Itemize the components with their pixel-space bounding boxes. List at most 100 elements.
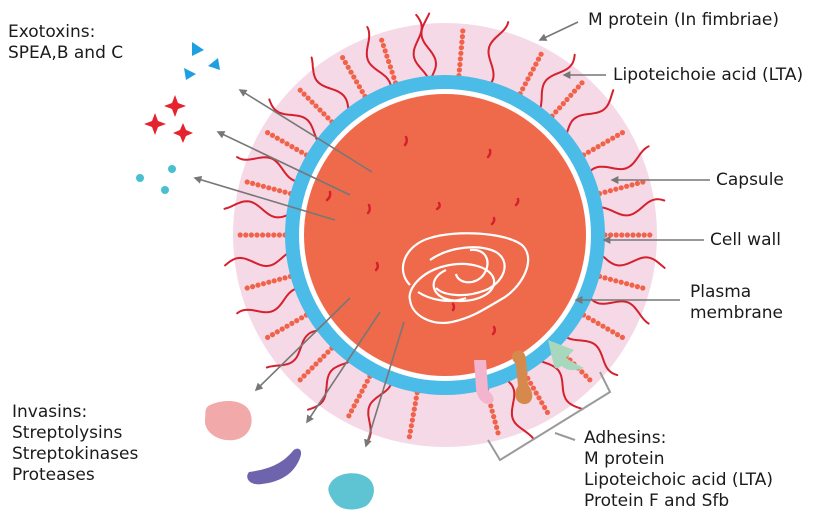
lta-bead [255, 282, 261, 288]
lta-bead [321, 111, 327, 117]
plasma-membrane-line2: membrane [690, 303, 784, 323]
lta-bead [277, 188, 283, 194]
fimbria [539, 53, 576, 110]
lta-bead [260, 281, 266, 287]
lta-bead [610, 329, 616, 335]
lta-bead [600, 323, 606, 329]
lta-bead [351, 74, 357, 80]
lta-bead [356, 393, 362, 399]
exotoxins-title: Exotoxins: [8, 22, 96, 42]
fimbria [236, 287, 298, 315]
lta-bead [613, 278, 619, 284]
lta-bead [457, 56, 463, 62]
invasins-title: Invasins: [12, 402, 88, 422]
fimbria [310, 56, 350, 111]
lta-bead [406, 434, 412, 440]
lta-bead [539, 400, 545, 406]
lta-bead [605, 138, 611, 144]
lta-bead [607, 188, 614, 194]
cell-wall-label: Cell wall [710, 230, 781, 250]
surface-structures [223, 12, 666, 444]
lta-bead [583, 373, 589, 379]
invasins-item-3: Proteases [12, 465, 95, 485]
lta-bead [342, 59, 348, 66]
adhesin-orange [511, 350, 533, 405]
lta-bead [647, 232, 653, 238]
adhesins-title: Adhesins: [584, 428, 667, 448]
lta-bead [618, 185, 624, 191]
lta-bead [244, 285, 250, 291]
lta-bead [557, 105, 563, 111]
fimbria [588, 145, 650, 173]
lta-bead [309, 99, 315, 105]
lta-bead [614, 332, 621, 338]
lta-bead [269, 332, 276, 338]
lta-bead [282, 189, 288, 195]
lta-bead [301, 373, 307, 379]
lta-bead [413, 395, 419, 401]
lta-bead [266, 279, 272, 285]
lta-bead [260, 232, 266, 238]
cytoplasm-granules [325, 135, 520, 336]
lta-bead [634, 284, 641, 290]
lta-bead [297, 87, 303, 93]
lta-bead [553, 109, 559, 115]
lta-bead [313, 361, 319, 367]
lta-bead [309, 365, 315, 371]
fimbria [236, 156, 298, 183]
adhesins-bracket [487, 371, 612, 462]
adhesin-green [548, 340, 584, 371]
lta-bead [348, 69, 354, 75]
lta-bead [345, 64, 351, 70]
lta-bead [237, 232, 243, 238]
lta-bead [351, 403, 357, 409]
lta-bead-chain [346, 373, 373, 419]
exotoxins-label: Exotoxins: SPEA,B and C [8, 22, 123, 64]
nucleoid-dna [401, 232, 530, 324]
lta-bead [348, 408, 355, 414]
lta-bead [542, 404, 548, 411]
adhesin-pink [474, 360, 494, 405]
m-protein-label: M protein (In fimbriae) [588, 10, 780, 30]
lta-bead [525, 76, 531, 82]
fimbria [487, 21, 510, 85]
lta-bead [530, 385, 537, 391]
lta-bead [579, 80, 585, 86]
lta-bead [271, 186, 277, 192]
fimbria [565, 89, 615, 136]
lta-bead [362, 383, 368, 389]
lta-bead [279, 138, 285, 144]
lta-bead [590, 318, 596, 324]
lta-bead [494, 424, 500, 430]
lta-bead [528, 380, 534, 386]
lta-bead [564, 96, 570, 103]
lta-bead [325, 349, 331, 355]
lta-bead-chain [340, 55, 368, 99]
invasins-label: Invasins: Streptolysins Streptokinases P… [12, 402, 138, 486]
lta-bead [600, 141, 606, 147]
lta-bead [317, 107, 323, 113]
label-arrows [538, 21, 710, 304]
fimbria [600, 254, 666, 269]
lta-bead [618, 279, 624, 285]
invasin-pink [204, 400, 252, 441]
lta-bead-chain [581, 312, 626, 340]
lta-bead [530, 66, 536, 72]
lta-bead-chain [265, 130, 309, 158]
lta-bead [590, 146, 596, 152]
lta-bead [250, 180, 256, 186]
lta-bead [359, 89, 365, 95]
lta-bead [382, 48, 388, 54]
adhesins-bracket-tick [554, 432, 576, 441]
lta-bead [356, 84, 362, 90]
exotoxins-list: SPEA,B and C [8, 43, 124, 63]
lta-bead [277, 276, 283, 282]
lta-bead [488, 403, 494, 409]
lta-bead [408, 423, 414, 429]
lta-bead-chain [602, 232, 653, 238]
lta-bead-chain [456, 28, 466, 79]
lta-bead [630, 232, 636, 238]
lta-bead [269, 132, 276, 138]
lta-bead [613, 232, 619, 238]
lta-bead [614, 132, 621, 138]
